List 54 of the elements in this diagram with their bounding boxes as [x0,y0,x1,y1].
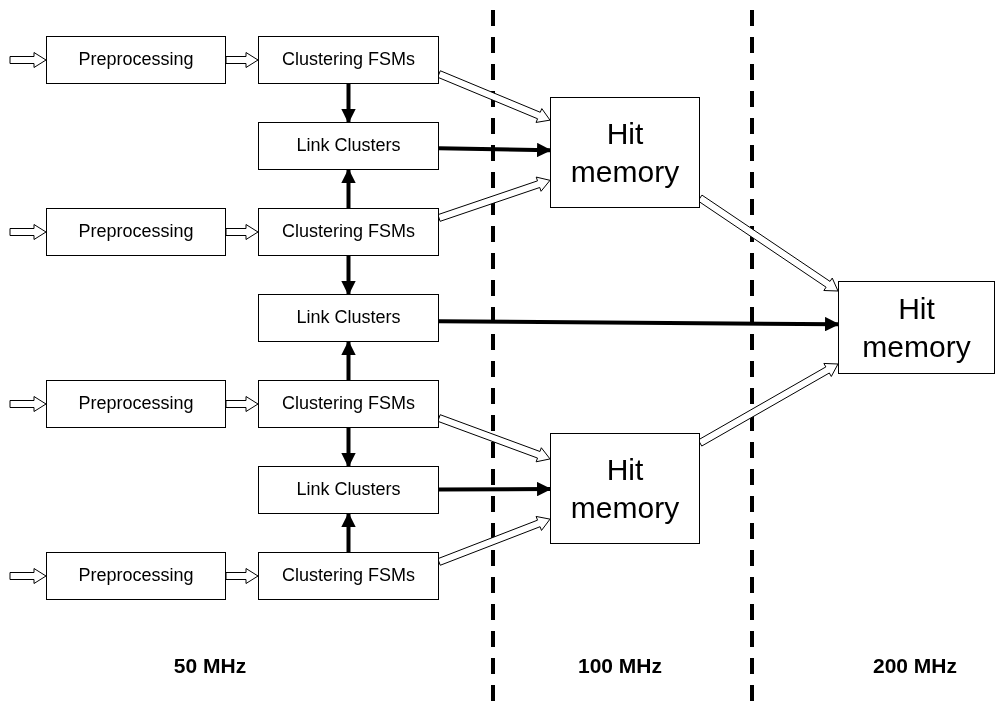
process-box [258,380,439,428]
arrow [341,84,356,124]
box-label: Link Clusters [296,135,401,157]
box-label: Link Clusters [296,307,401,329]
process-box [46,208,226,256]
hollow-arrow [697,194,839,292]
arrow [341,256,356,296]
process-box [46,552,226,600]
box-label: Clustering FSMs [282,221,415,243]
process-box [258,208,439,256]
arrow [439,481,552,497]
process-box [258,466,439,514]
arrow [439,316,840,332]
process-box [258,294,439,342]
process-box [258,552,439,600]
hollow-arrow [437,414,551,463]
hollow-arrow [225,224,259,240]
hollow-arrow [9,568,47,584]
box-label: Hit memory [569,452,681,526]
clock-frequency-label: 100 MHz [578,654,662,678]
arrow [341,428,356,468]
process-box [258,36,439,84]
hollow-arrow [697,362,839,447]
box-label: Preprocessing [78,565,194,587]
hollow-arrow [225,568,259,584]
hollow-arrow [437,515,551,566]
arrow [341,168,356,208]
box-label: Preprocessing [78,49,194,71]
clock-frequency-label: 200 MHz [873,654,957,678]
process-box [46,36,226,84]
box-label: Preprocessing [78,393,194,415]
box-label: Clustering FSMs [282,393,415,415]
process-box [258,122,439,170]
process-box [550,97,700,208]
box-label: Link Clusters [296,479,401,501]
box-label: Hit memory [569,116,681,190]
hollow-arrow [225,52,259,68]
process-box [46,380,226,428]
hollow-arrow [9,396,47,412]
arrow [341,512,356,552]
box-label: Clustering FSMs [282,49,415,71]
hollow-arrow [9,52,47,68]
box-label: Clustering FSMs [282,565,415,587]
arrow [341,340,356,380]
box-label: Preprocessing [78,221,194,243]
hollow-arrow [9,224,47,240]
clock-frequency-label: 50 MHz [173,654,247,678]
box-label: Hit memory [861,291,972,365]
hollow-arrow [437,70,551,123]
process-box [550,433,700,544]
hollow-arrow [225,396,259,412]
arrow [438,142,552,158]
hollow-arrow [437,176,551,222]
process-box [838,281,995,374]
